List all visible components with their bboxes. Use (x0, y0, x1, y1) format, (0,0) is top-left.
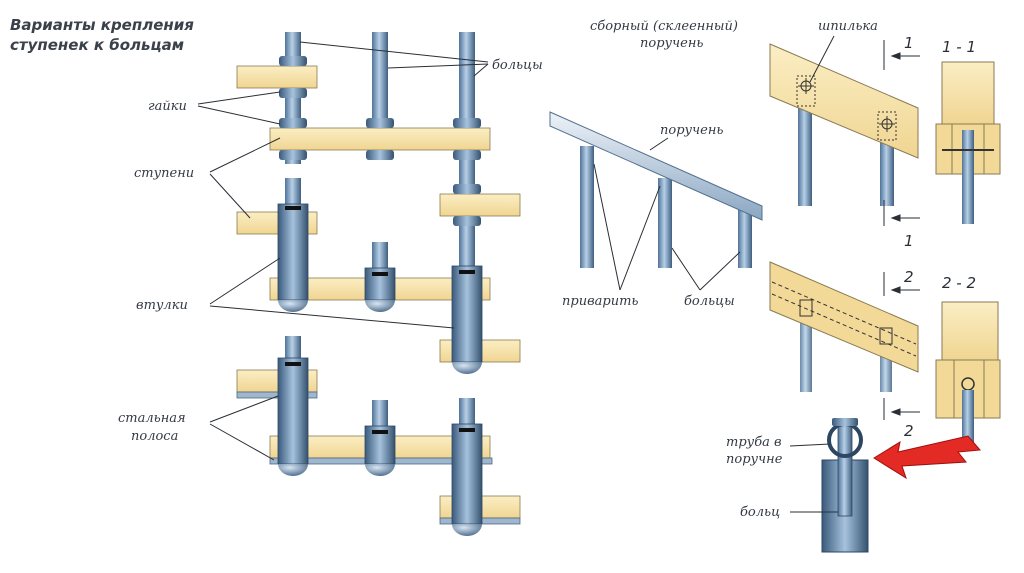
tube-cap (832, 418, 858, 426)
nut (279, 88, 307, 98)
group-steel-strip (236, 336, 521, 536)
leader-lines-mid (593, 137, 741, 291)
label-steps: ступени (134, 166, 194, 181)
label-steel-strip-2: полоса (131, 429, 178, 444)
step-board (269, 127, 491, 151)
label-steel-strip-1: стальная (118, 411, 186, 426)
section-rod (962, 390, 974, 450)
group-nuts (236, 32, 521, 252)
label-weld: приварить (562, 294, 638, 309)
nut (279, 56, 307, 66)
section-mark-1-bottom: 1 (904, 232, 914, 250)
label-handrail: поручень (660, 123, 723, 138)
bolt-rod (285, 178, 301, 208)
bolt-rod (459, 240, 475, 270)
label-tube-1: труба в (726, 435, 782, 450)
bushing (277, 357, 309, 465)
bushing-gap (285, 362, 301, 366)
bushing-gap (372, 272, 388, 276)
bushing-gap (459, 428, 475, 432)
nut (366, 118, 394, 128)
tube-stud (799, 299, 813, 317)
bolt-head (452, 524, 482, 536)
label-bolts-mid: больцы (684, 294, 735, 309)
bolt-rod (285, 336, 301, 362)
baluster (580, 146, 594, 268)
red-arrow-icon (873, 435, 982, 480)
bushing-gap (459, 270, 475, 274)
bushing-gap (285, 206, 301, 210)
bolt-head (452, 362, 482, 374)
label-nuts: гайки (148, 99, 187, 114)
section-wood (941, 61, 995, 125)
label-assembled-2: поручень (640, 36, 703, 51)
bolt-stud (837, 419, 853, 517)
tube-handrail (769, 261, 919, 392)
handrail-wood (769, 261, 919, 373)
section-mark-2-top: 2 (904, 268, 914, 286)
nut (453, 150, 481, 160)
tube-detail (821, 418, 869, 553)
nut (366, 150, 394, 160)
baluster (738, 210, 752, 268)
bushing (277, 203, 309, 301)
steel-strip (236, 391, 318, 399)
label-tube-2: поручне (726, 452, 783, 467)
bushing (451, 423, 483, 525)
label-bolt: больц (740, 505, 780, 520)
assembled-handrail (769, 35, 919, 206)
baluster (658, 178, 672, 268)
handrail-welded (549, 111, 763, 268)
bolt-head (365, 300, 395, 312)
cross-section-2 (935, 301, 1001, 450)
bolt-rod (459, 398, 475, 428)
section-mark-2 (883, 272, 920, 420)
step-board (236, 65, 318, 89)
bolt-head (365, 464, 395, 476)
section-title-1: 1 - 1 (942, 38, 976, 56)
bolt-head (278, 300, 308, 312)
step-board (439, 193, 521, 217)
baluster (798, 98, 812, 206)
section-title-2: 2 - 2 (942, 274, 976, 292)
label-bushings: втулки (136, 298, 188, 313)
stud-hidden (877, 111, 897, 141)
bolt-rod (372, 242, 388, 272)
nut (279, 150, 307, 160)
label-assembled-1: сборный (склеенный) (590, 19, 738, 34)
leader-lines (197, 41, 489, 461)
section-mark-1 (883, 40, 920, 226)
tube-stud (879, 327, 893, 345)
handrail-wood (769, 43, 919, 159)
bushing-gap (372, 430, 388, 434)
section-mark-2-bottom: 2 (904, 422, 914, 440)
label-stud: шпилька (818, 19, 878, 34)
bushing (451, 265, 483, 363)
bolt-head (278, 464, 308, 476)
section-wood (941, 301, 999, 361)
section-mark-1-top: 1 (904, 34, 914, 52)
cross-section-1 (935, 61, 1001, 224)
stud-hidden (796, 75, 816, 107)
nut (279, 118, 307, 128)
label-bolts: больцы (492, 58, 543, 73)
section-rod (962, 130, 974, 224)
nut (453, 118, 481, 128)
nut (453, 184, 481, 194)
nut (453, 216, 481, 226)
bolt-rod (372, 400, 388, 430)
title-line-1: Варианты крепления (10, 16, 194, 34)
group-bushings (236, 178, 521, 374)
title-line-2: ступенек к больцам (10, 36, 184, 54)
handrail-bar (549, 111, 763, 221)
